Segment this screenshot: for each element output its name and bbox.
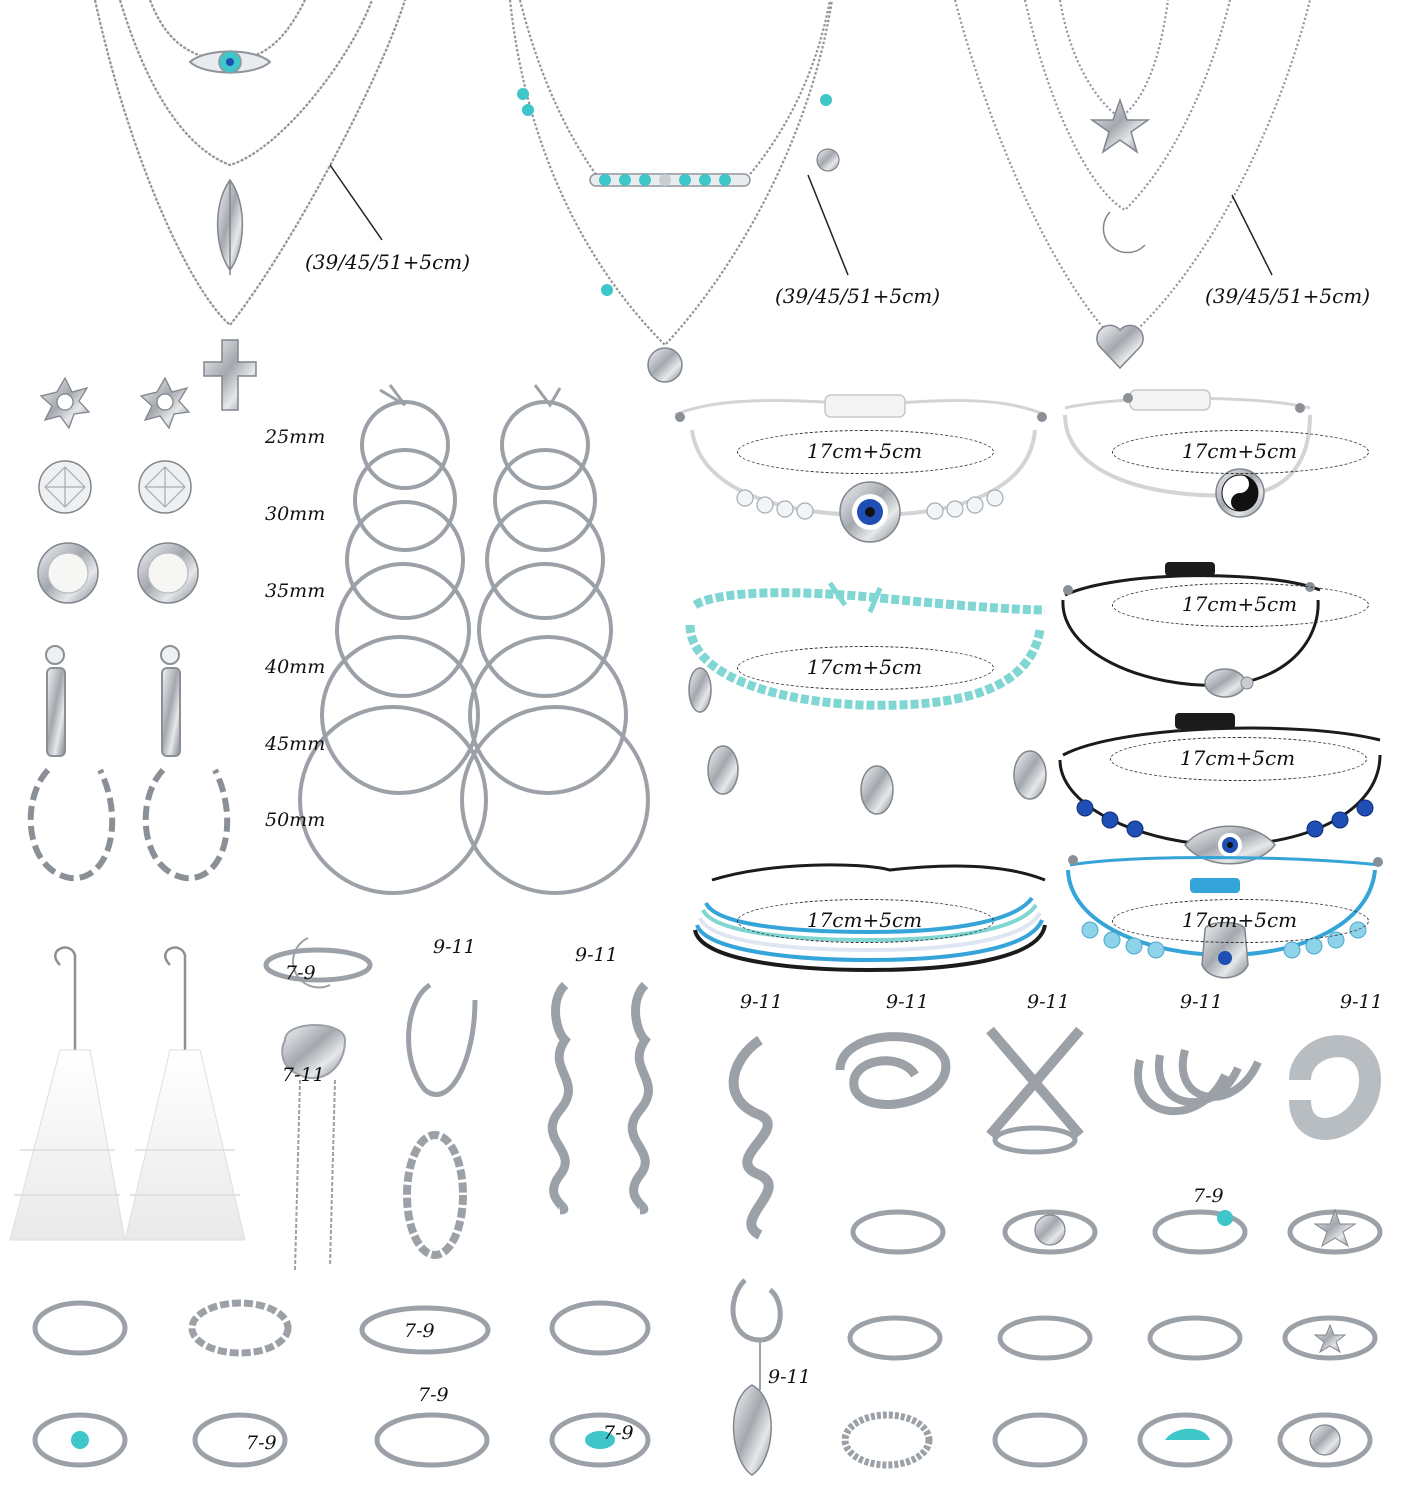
necklace-1-pointer [329, 164, 383, 241]
star-icon [1089, 97, 1151, 154]
ring-size-label: 9-11 [740, 991, 783, 1013]
feather-icon [216, 178, 244, 275]
shell-icon [688, 667, 1047, 815]
bracelet-length-label: 17cm+5cm [1179, 746, 1296, 770]
hoop-size-label: 25mm [265, 426, 326, 448]
bracelet-length-oval [1110, 737, 1367, 781]
moon-icon [1102, 211, 1146, 254]
necklace-3-pointer [1231, 194, 1273, 276]
ring-size-label: 9-11 [1340, 991, 1383, 1013]
chain-link-earrings [27, 645, 231, 882]
bracelet-length-oval [737, 646, 994, 690]
bracelet-black-turtle [1061, 562, 1321, 698]
bracelet-white-evil-eye [674, 394, 1047, 543]
turtle-icon [1204, 668, 1254, 698]
necklace-3-length-label: (39/45/51+5cm) [1205, 284, 1371, 308]
bracelet-aqua-shells [685, 581, 1047, 815]
necklace-2-pointer [807, 174, 849, 276]
bracelet-white-yin-yang [1063, 389, 1312, 518]
hoop-size-label: 40mm [265, 656, 326, 678]
ring-size-label: 9-11 [433, 936, 476, 958]
assorted-rings [32, 937, 1383, 1469]
pearl-stud-earrings [37, 542, 199, 604]
leaf-icon [732, 1384, 772, 1476]
crystal-stud-earrings [38, 460, 192, 514]
hoop-size-label: 50mm [265, 809, 326, 831]
bracelet-length-oval [1112, 899, 1369, 943]
ring-size-label: 9-11 [1180, 991, 1223, 1013]
ring-size-label: 9-11 [886, 991, 929, 1013]
bracelet-length-label: 17cm+5cm [1181, 439, 1298, 463]
heart-icon [1096, 324, 1144, 370]
ring-size-label: 7-9 [1193, 1185, 1224, 1207]
bracelet-multi-strand [693, 863, 1047, 973]
ring-size-label: 9-11 [768, 1366, 811, 1388]
coin-icon [647, 148, 840, 383]
bracelet-black-evil-eye [1058, 713, 1382, 865]
bracelet-length-label: 17cm+5cm [806, 908, 923, 932]
sun-stud-earrings [39, 376, 191, 430]
necklace-2-length-label: (39/45/51+5cm) [775, 284, 941, 308]
bracelet-length-label: 17cm+5cm [806, 655, 923, 679]
hoop-size-label: 30mm [265, 503, 326, 525]
cross-icon [203, 339, 257, 411]
ring-size-label: 7-11 [282, 1064, 325, 1086]
ring-size-label: 7-9 [285, 962, 316, 984]
bracelet-length-oval [737, 430, 994, 474]
ring-accents [71, 1208, 1357, 1476]
hoop-size-label: 45mm [265, 733, 326, 755]
necklace-layered-evil-eye [93, 0, 407, 327]
bracelet-length-oval [1112, 430, 1369, 474]
bracelet-length-label: 17cm+5cm [1181, 908, 1298, 932]
ring-size-label: 9-11 [575, 944, 618, 966]
ring-size-label: 7-9 [246, 1432, 277, 1454]
ring-size-label: 9-11 [1027, 991, 1070, 1013]
bracelet-length-oval [1112, 583, 1369, 627]
bead-bar-icon [517, 88, 832, 296]
hoop-earrings-set [298, 384, 650, 895]
ring-size-label: 7-9 [404, 1320, 435, 1342]
bracelet-length-oval [737, 899, 994, 943]
tassel-earrings [9, 946, 246, 1241]
hoop-size-label: 35mm [265, 580, 326, 602]
bracelet-length-label: 17cm+5cm [806, 439, 923, 463]
evil-eye-icon [188, 50, 272, 74]
bracelet-length-label: 17cm+5cm [1181, 592, 1298, 616]
ring-size-label: 7-9 [603, 1422, 634, 1444]
ring-size-label: 7-9 [418, 1384, 449, 1406]
necklace-1-length-label: (39/45/51+5cm) [305, 250, 471, 274]
